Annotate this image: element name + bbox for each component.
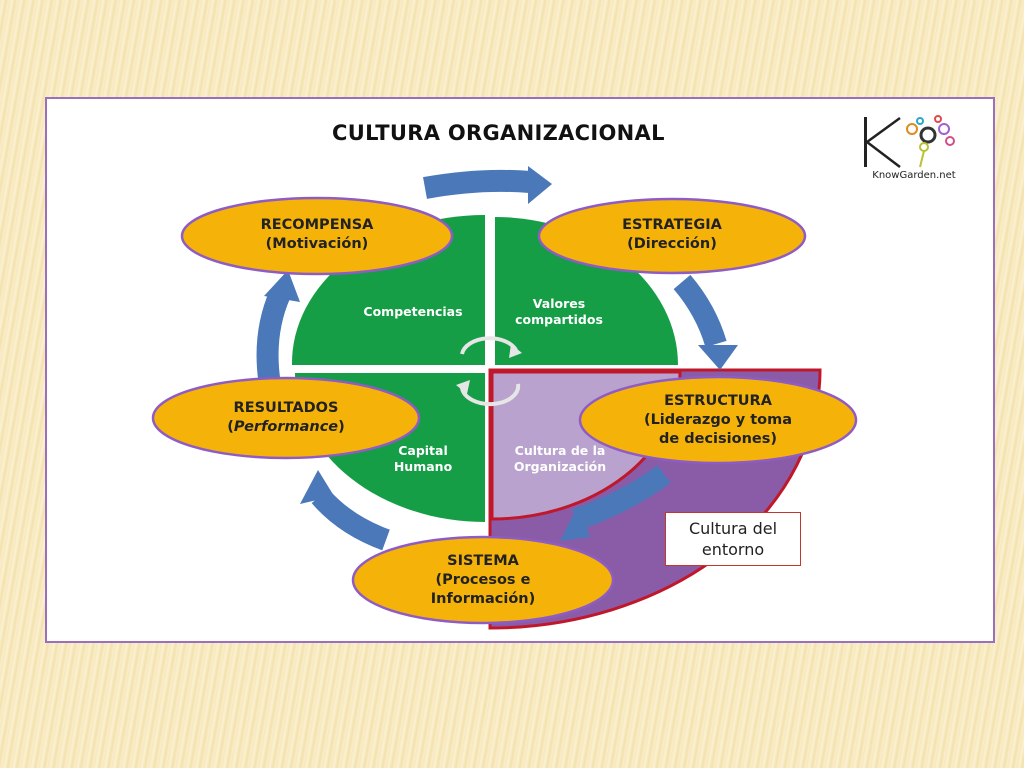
arrow-left-head — [264, 270, 300, 302]
label-cultura-entorno: Cultura del entorno — [665, 512, 801, 566]
oval-recompensa — [180, 196, 454, 276]
label-capital: Capital Humano — [393, 443, 453, 474]
arrow-bottom-left-head — [300, 470, 334, 504]
label-sistema: SISTEMA (Procesos e Información) — [430, 553, 536, 607]
logo-brand-text: KnowGarden.net — [872, 170, 956, 181]
oval-sistema — [351, 535, 615, 625]
label-cultura-org: Cultura de la Organización — [513, 443, 607, 474]
diagram-title: CULTURA ORGANIZACIONAL — [332, 121, 665, 145]
label-estructura: ESTRUCTURA (Liderazgo y toma de decision… — [643, 393, 793, 447]
center-cycle-icon-bottom — [460, 383, 521, 407]
oval-estrategia — [537, 197, 807, 275]
sector-valores — [495, 217, 678, 365]
oval-estructura — [578, 375, 858, 465]
label-resultados: RESULTADOS (Performance) — [227, 400, 345, 435]
label-recompensa: RECOMPENSA (Motivación) — [260, 217, 374, 252]
oval-resultados — [151, 376, 421, 460]
knowgarden-logo — [864, 115, 955, 168]
arrow-top — [423, 169, 531, 199]
arrow-right — [673, 274, 727, 348]
label-competencias: Competencias — [363, 304, 463, 319]
label-valores: Valores compartidos — [515, 296, 603, 327]
arrow-bottom-left — [311, 488, 390, 551]
arrow-left — [256, 289, 291, 387]
arrow-right-head — [698, 345, 738, 370]
label-estrategia: ESTRATEGIA (Dirección) — [622, 217, 722, 252]
arrow-top-head — [528, 166, 552, 204]
arrow-lower-right — [572, 465, 671, 531]
arrow-lower-right-head — [560, 505, 590, 541]
